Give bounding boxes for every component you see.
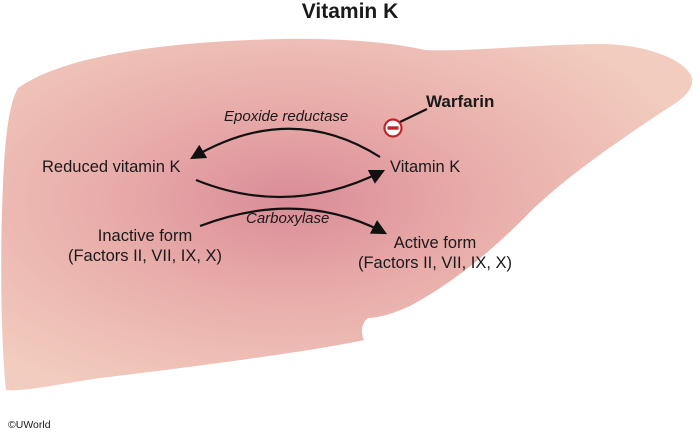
epoxide-reductase-arrow [190, 127, 381, 160]
carboxylase-arrow [199, 207, 388, 235]
liver-silhouette [1, 38, 693, 391]
active-form-title: Active form [393, 234, 477, 252]
inactive-form-title: Inactive form [97, 227, 193, 245]
diagram-title: Vitamin K [301, 0, 399, 23]
warfarin-label: Warfarin [426, 92, 495, 111]
active-form-factors: (Factors II, VII, IX, X) [357, 254, 513, 272]
copyright-notice: ©UWorld [8, 419, 51, 431]
inhibition-minus-icon [383, 118, 403, 138]
reduction-return-arrow [195, 169, 386, 199]
active-form-label: Active form (Factors II, VII, IX, X) [330, 233, 540, 273]
inactive-form-factors: (Factors II, VII, IX, X) [67, 247, 223, 265]
inactive-form-label: Inactive form (Factors II, VII, IX, X) [40, 226, 250, 266]
reduced-vitamin-k-label: Reduced vitamin K [42, 158, 181, 176]
epoxide-reductase-label: Epoxide reductase [224, 108, 349, 125]
carboxylase-label: Carboxylase [246, 210, 330, 227]
warfarin-inhibition-line [399, 108, 428, 123]
vitamin-k-label: Vitamin K [390, 158, 461, 176]
